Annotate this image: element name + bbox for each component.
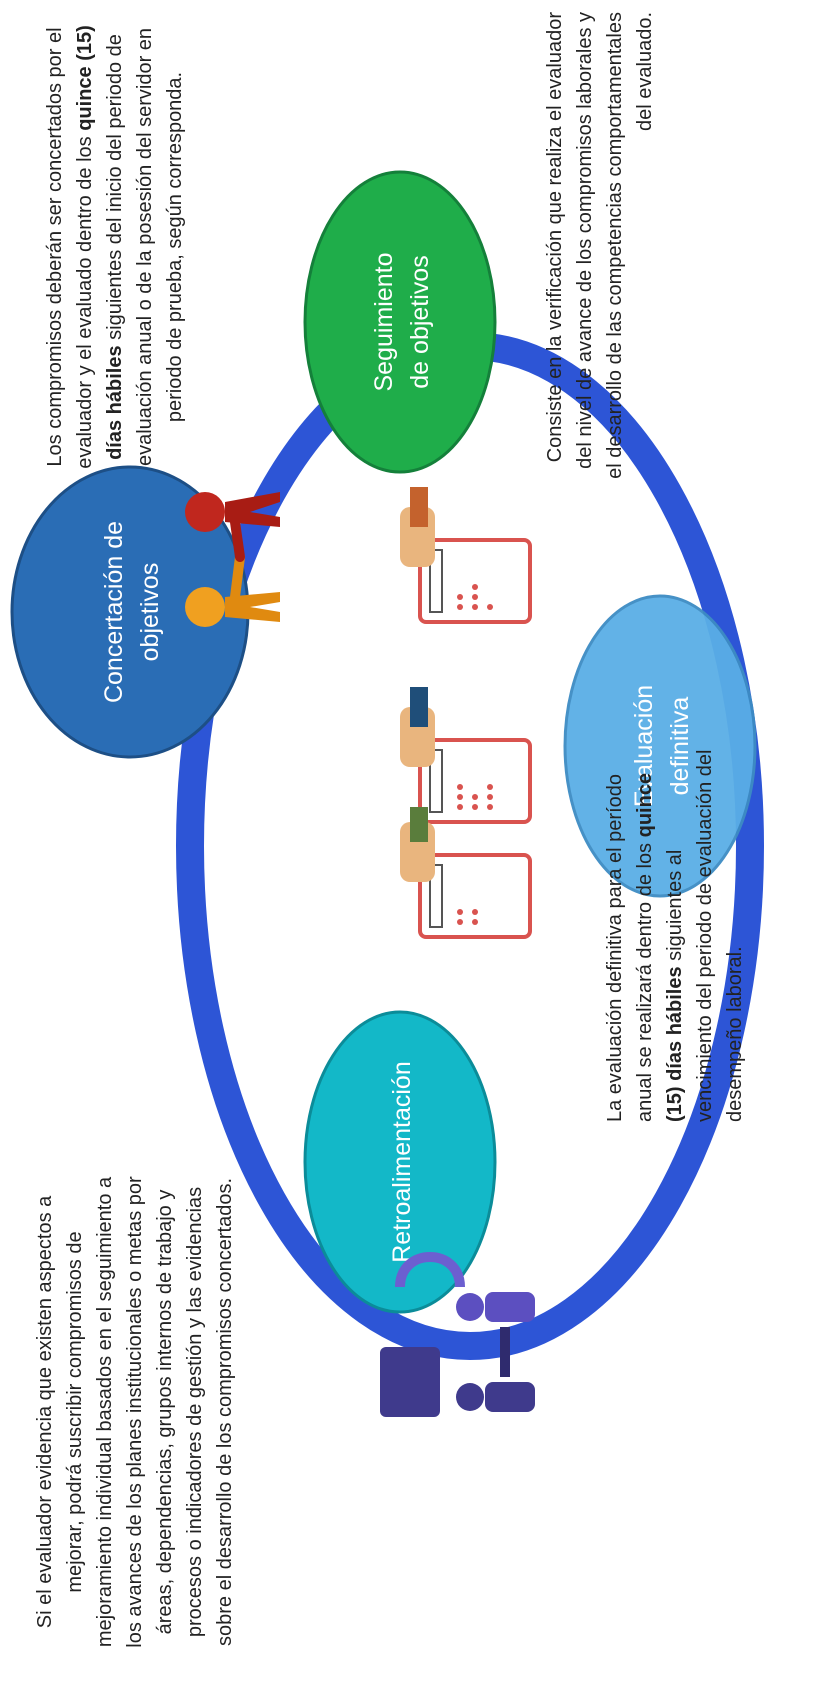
node-evaluacion-label-2: definitiva [666,697,694,796]
node-seguimiento-label-1: Seguimiento [370,253,398,392]
node-retroalimentacion-label: Retroalimentación [388,1061,416,1263]
desc-concertacion: Los compromisos deberán ser concertados … [40,12,190,482]
meeting-people-icon [380,1252,535,1417]
node-retroalimentacion: Retroalimentación [303,1010,497,1314]
desc-evaluacion: La evaluación definitiva para el período… [600,742,750,1122]
desc-retroalimentacion: Si el evaluador evidencia que existen as… [30,1172,240,1652]
node-concertacion-label-2: objetivos [136,563,164,662]
node-evaluacion: Evaluación definitiva [563,594,757,898]
clipboard-evaluation-icon [400,487,532,939]
desc-retroalimentacion-text: Si el evaluador evidencia que existen as… [34,1176,236,1648]
node-seguimiento: Seguimiento de objetivos [303,170,497,474]
handshake-figures-icon [185,492,280,627]
desc-seguimiento: Consiste en la verificación que realiza … [540,12,660,482]
node-concertacion-label-1: Concertación de [100,521,128,703]
node-concertacion: Concertación de objetivos [10,465,250,759]
node-seguimiento-label-2: de objetivos [406,255,434,388]
desc-seguimiento-text: Consiste en la verificación que realiza … [544,12,656,479]
node-evaluacion-label-1: Evaluación [630,685,658,807]
